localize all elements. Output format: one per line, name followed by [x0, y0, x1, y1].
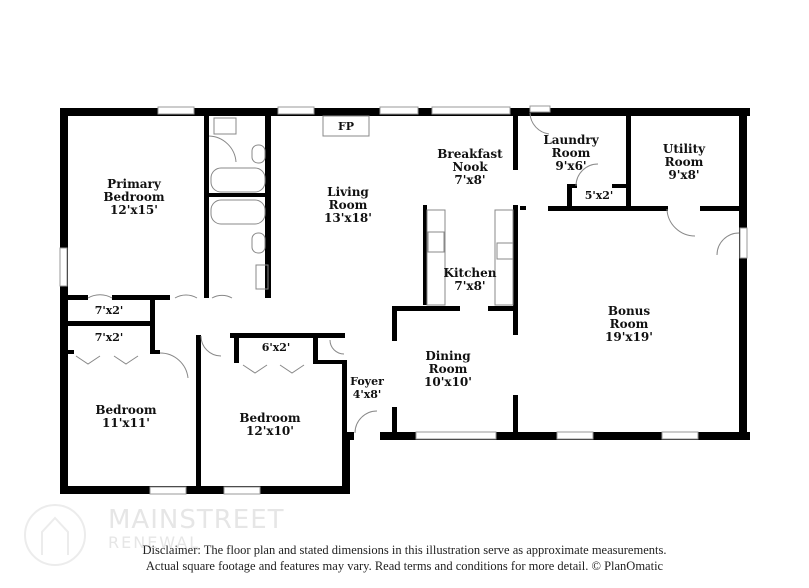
closet-dimensions: 5'x2' — [584, 189, 614, 202]
room-name: Primary — [107, 177, 161, 191]
room-name: Room — [551, 146, 591, 160]
room-dimensions: 7'x8' — [454, 279, 486, 293]
room-name: Foyer — [350, 375, 384, 388]
closet-dimensions: 7'x2' — [94, 304, 124, 317]
room-label-bedroom-3: Bedroom 12'x10' — [239, 412, 300, 438]
fireplace-label: FP — [338, 120, 354, 133]
room-label-living-room: Living Room 13'x18' — [324, 186, 372, 225]
watermark-arrow-icon — [24, 504, 86, 566]
room-label-primary-bedroom: Primary Bedroom 12'x15' — [103, 178, 164, 217]
disclaimer: Disclaimer: The floor plan and stated di… — [0, 542, 809, 574]
room-name: Utility — [662, 142, 706, 156]
room-label-utility-room: Utility Room 9'x8' — [663, 143, 705, 182]
room-name: Laundry — [543, 133, 599, 147]
room-name: Living — [327, 185, 369, 199]
room-label-breakfast-nook: Breakfast Nook 7'x8' — [437, 148, 502, 187]
closet-dimensions: 6'x2' — [261, 341, 291, 354]
room-name: Breakfast — [437, 147, 503, 161]
room-name: Bonus — [607, 304, 651, 318]
disclaimer-line-1: Disclaimer: The floor plan and stated di… — [142, 543, 667, 557]
room-name: Room — [664, 155, 704, 169]
closet-label: 7'x2' — [95, 331, 124, 344]
room-name: Room — [328, 198, 368, 212]
room-dimensions: 4'x8' — [352, 388, 382, 401]
room-label-dining-room: Dining Room 10'x10' — [424, 350, 472, 389]
room-name: Kitchen — [443, 266, 497, 280]
room-dimensions: 9'x8' — [668, 168, 700, 182]
closet-dimensions: 7'x2' — [94, 331, 124, 344]
room-name: Dining — [425, 349, 471, 363]
closet-label: 6'x2' — [262, 341, 291, 354]
room-name: Bedroom — [239, 411, 301, 425]
room-dimensions: 19'x19' — [605, 330, 653, 344]
room-name: Room — [428, 362, 468, 376]
room-name: Room — [609, 317, 649, 331]
room-name: Bedroom — [95, 403, 157, 417]
room-label-bonus-room: Bonus Room 19'x19' — [605, 305, 653, 344]
watermark-sub-text: RENEWAL — [108, 533, 201, 552]
room-dimensions: 11'x11' — [102, 416, 150, 430]
room-dimensions: 12'x15' — [110, 203, 158, 217]
room-dimensions: 9'x6' — [555, 159, 587, 173]
room-label-foyer: Foyer 4'x8' — [350, 375, 384, 401]
room-dimensions: 13'x18' — [324, 211, 372, 225]
fireplace-text: FP — [337, 120, 355, 133]
room-dimensions: 12'x10' — [246, 424, 294, 438]
closet-label: 7'x2' — [95, 304, 124, 317]
watermark-main-text: MAINSTREET — [108, 505, 285, 535]
room-label-kitchen: Kitchen 7'x8' — [444, 267, 497, 293]
room-label-laundry-room: Laundry Room 9'x6' — [543, 134, 598, 173]
room-dimensions: 10'x10' — [424, 375, 472, 389]
room-label-bedroom-2: Bedroom 11'x11' — [95, 404, 156, 430]
room-name: Bedroom — [103, 190, 165, 204]
room-dimensions: 7'x8' — [454, 173, 486, 187]
closet-label: 5'x2' — [585, 189, 614, 202]
disclaimer-line-2: Actual square footage and features may v… — [145, 559, 664, 573]
room-name: Nook — [452, 160, 488, 174]
